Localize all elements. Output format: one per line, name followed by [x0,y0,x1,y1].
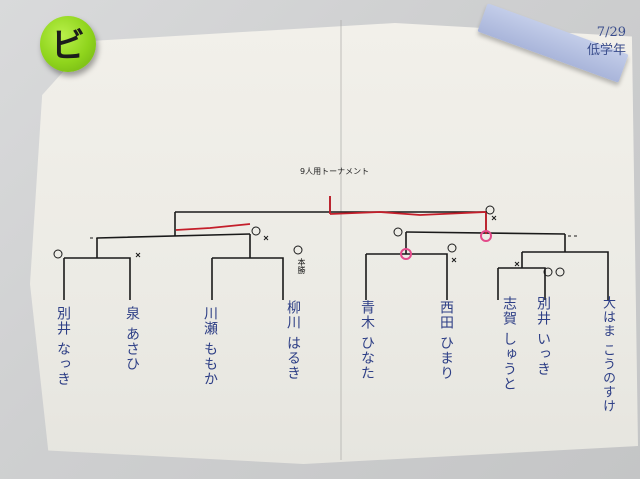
date-note: 7/29 [596,25,626,40]
player-8-given: いっき [535,331,551,377]
player-7-family: 志賀 [501,296,517,326]
player-1-given: なっき [55,341,71,387]
player-6-given: ひまり [438,335,454,381]
semi-left-lines [96,212,251,239]
magnet-letter: ビ [51,25,85,66]
green-magnet: ビ [40,16,96,72]
pink-circle-2 [480,230,492,242]
player-9-family: 大はま [600,296,615,338]
player-3-family: 川瀬 [202,306,218,336]
winner-path [175,196,487,234]
player-9-name: 大はま こうのすけ [598,296,617,413]
player-2-family: 泉 [124,306,140,321]
player-6-family: 西田 [438,300,454,330]
player-7-given: しゅうと [501,331,517,392]
player-5-given: ひなた [359,335,375,381]
tournament-title: 9人用トーナメント [300,167,370,176]
player-7-name: 志賀 しゅうと [499,296,519,391]
player-4-given: はるき [285,335,301,381]
bracket-lines [63,196,609,300]
win-annotation: 本勝 [297,258,306,274]
player-2-given: あさひ [124,326,140,372]
player-6-name: 西田 ひまり [436,300,456,380]
player-9-given: こうのすけ [600,343,615,414]
player-1-family: 別井 [55,306,71,336]
match-1-lines [63,238,131,300]
match-5-lines [522,234,609,300]
player-3-given: ももか [202,341,218,387]
player-3-name: 川瀬 ももか [200,306,220,386]
player-4-name: 柳川 はるき [283,300,303,380]
match-3-lines [365,232,448,300]
paper-fold-line [340,20,342,460]
match-4-lines [497,252,546,300]
player-5-name: 青木 ひなた [357,300,377,380]
player-2-name: 泉 あさひ [122,306,142,371]
player-8-family: 別井 [535,296,551,326]
pink-circle-1 [400,248,412,260]
match-2-lines [211,234,284,300]
player-5-family: 青木 [359,300,375,330]
player-4-family: 柳川 [285,300,301,330]
player-1-name: 別井 なっき [53,306,73,386]
grade-note: 低学年 [586,43,626,58]
pink-highlights [400,230,492,260]
paper-sheet [30,23,638,464]
score-marks [53,205,577,277]
corner-note: 7/29 低学年 [587,24,626,60]
player-8-name: 別井 いっき [533,296,553,376]
